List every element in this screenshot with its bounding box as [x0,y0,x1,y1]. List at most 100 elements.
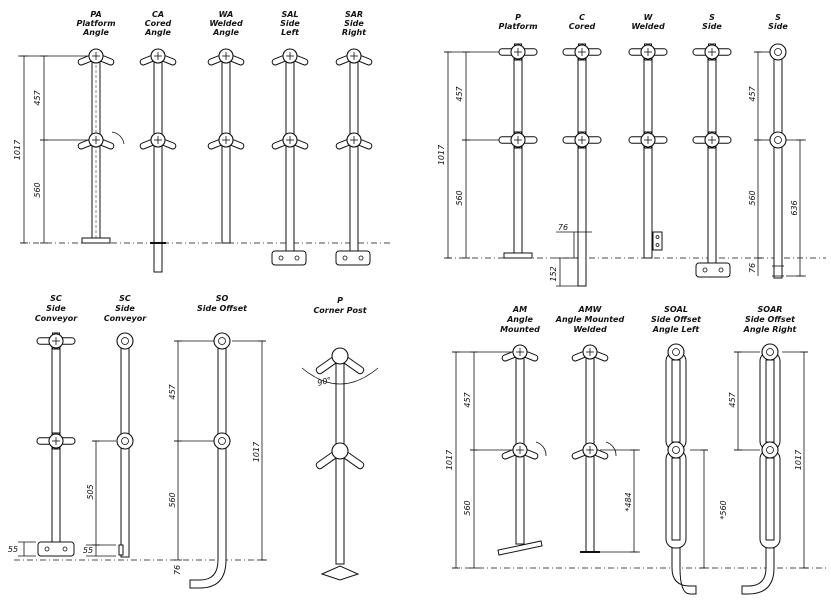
code-label: SO [216,294,229,303]
label-line1: Side Offset [651,315,702,324]
label-line1: Side Offset [197,304,248,313]
label-line1: Angle [506,315,533,324]
offset-post [189,340,227,589]
panel-bottom-right: 1017 457 560 AM Angle Mounted AMW Angle … [445,305,826,595]
dim-1017: 1017 [437,144,446,165]
dim-484: *484 [624,492,633,511]
stanchion-c: C Cored 76 152 [549,13,602,287]
stanchion-corner-post: P Corner Post 90° [301,296,379,581]
dim-55a: 55 [8,545,18,554]
dim-457: 457 [168,383,177,399]
weld-plate [652,231,663,251]
label-line1: Side [280,19,300,28]
label-line1: Cored [145,19,172,28]
dim-457: 457 [455,85,464,101]
stanchion-am: AM Angle Mounted [497,305,547,556]
label-line1: Platform [76,19,115,28]
code-label: PA [90,10,101,19]
code-label: SC [119,294,131,303]
side-plate [271,250,307,266]
dim-angle: 90° [316,375,332,387]
label-line1: Cored [569,22,596,31]
code-label: P [515,13,521,22]
stanchion-soar: SOAR Side Offset Angle Right 457 1017 [728,305,809,595]
dim-636: 636 [790,200,799,215]
label-line2: Angle Left [652,325,701,334]
code-label: S [775,13,781,22]
code-label: SAR [345,10,363,19]
dim-1017: 1017 [445,449,454,470]
dim-76: 76 [173,565,182,575]
stanchion-so: SO Side Offset 457 560 1017 76 [168,294,267,589]
dim-560: 560 [168,492,177,507]
dim-560: 560 [463,500,472,515]
code-label: SC [50,294,62,303]
dim-1017: 1017 [13,139,22,160]
code-label: AMW [578,305,603,314]
stanchion-w: W Welded [628,13,668,259]
dim-457-soar: 457 [728,391,737,407]
label-line1: Side [115,304,135,313]
code-label: WA [219,10,234,19]
stanchion-sar: SAR Side Right [334,10,374,266]
dim-505: 505 [86,484,95,499]
dim-560: 560 [455,190,464,205]
label-line2: Mounted [500,325,540,334]
dim-457: 457 [463,391,472,407]
stanchion-soal: SOAL Side Offset Angle Left *560 [651,305,728,595]
stanchion-sc-side: SC Side Conveyor 505 55 [83,294,147,558]
code-label: S [709,13,715,22]
code-label: C [579,13,585,22]
code-label: SAL [281,10,298,19]
panel-top-left: 1017 457 560 PA Platform Angle CA Cored … [13,10,392,273]
angle-arc [301,367,379,385]
label-line1: Side [702,22,722,31]
dim-457-side: 457 [748,85,757,101]
label-line1: Corner Post [313,306,367,315]
dim-152: 152 [549,266,558,281]
label-line1: Angle Mounted [555,315,625,324]
platform-base [503,252,533,259]
side-plate [695,262,731,278]
code-label: CA [152,10,164,19]
label-line1: Side [344,19,364,28]
panel-bottom-left: SC Side Conveyor 55 SC Side Conveyor [8,294,379,589]
label-line2: Right [342,28,367,37]
platform-base [81,237,111,244]
label-line1: Welded [209,19,243,28]
stanchion-wa: WA Welded Angle [206,10,246,244]
dim-560-side: 560 [748,190,757,205]
dim-55b: 55 [83,546,93,555]
stanchion-s-side: S Side 457 560 76 636 [748,13,806,279]
label-line2: Angle [82,28,109,37]
dim-1017: 1017 [252,441,261,462]
stanchion-s-front: S Side [692,13,732,278]
code-label: SOAL [664,305,688,314]
label-line1: Platform [498,22,537,31]
stanchion-pa: PA Platform Angle [76,10,125,245]
dim-560: 560 [33,182,42,197]
label-line1: Welded [631,22,665,31]
label-line2: Conveyor [35,314,78,323]
label-line1: Side [768,22,788,31]
label-line2: Welded [573,325,607,334]
label-line2: Angle Right [743,325,798,334]
dim-1017-soar: 1017 [794,449,803,470]
label-line2: Conveyor [104,314,147,323]
dim-560-star: *560 [719,500,728,519]
panel-top-right: 1017 457 560 P Platform C Cored 76 152 [437,13,826,287]
label-line2: Angle [212,28,239,37]
code-label: P [337,296,343,305]
stanchion-ca: CA Cored Angle [138,10,178,273]
dim-76: 76 [558,223,568,232]
label-line1: Side [46,304,66,313]
conveyor-plate [37,541,75,557]
code-label: AM [512,305,527,314]
label-line1: Side Offset [745,315,796,324]
corner-base [320,565,360,581]
dim-76-side: 76 [748,263,757,273]
code-label: SOAR [758,305,783,314]
stanchion-sal: SAL Side Left [270,10,310,266]
side-plate [335,250,371,266]
